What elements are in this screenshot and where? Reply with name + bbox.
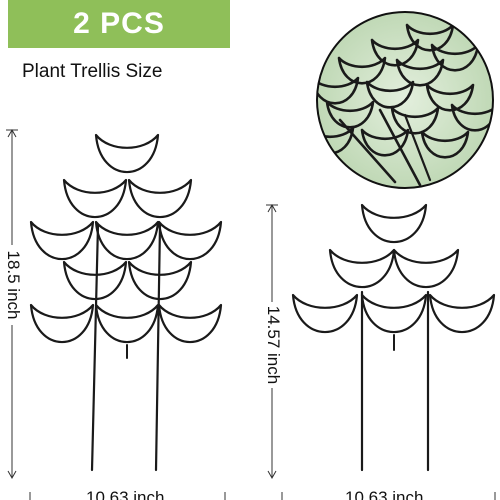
inset-crescent-loop (450, 103, 493, 132)
inset-stake (403, 113, 432, 182)
crescent-loop (157, 303, 223, 343)
small-width-label: 10.63 inch (345, 488, 424, 500)
width-dimension-ticks (29, 492, 496, 500)
inset-crescent-loop (337, 56, 387, 85)
crescent-loop (94, 133, 160, 173)
crescent-loop (360, 203, 428, 243)
inset-stake (338, 118, 397, 184)
crescent-loop (62, 178, 128, 218)
inset-crescent-loop (317, 76, 360, 105)
crescent-loop (94, 220, 160, 260)
crescent-loop (291, 293, 359, 333)
crescent-loop (127, 260, 193, 300)
small-trellis (291, 203, 496, 472)
inset-stake (378, 108, 422, 187)
inset-crescent-loop (405, 23, 455, 52)
trellis-stake (90, 223, 100, 472)
inset-crescent-loop (420, 130, 470, 159)
large-trellis (29, 133, 223, 472)
inset-crescent-loop (395, 58, 445, 87)
small-height-label: 14.57 inch (263, 302, 283, 388)
crescent-loop (157, 220, 223, 260)
inset-crescent-loop (325, 100, 375, 129)
trellis-closeup-photo (316, 11, 494, 189)
large-height-label: 18.5 inch (3, 245, 23, 325)
crescent-loop (127, 178, 193, 218)
crescent-loop (29, 220, 95, 260)
inset-crescent-loop (360, 128, 410, 157)
inset-crescent-loop (370, 38, 420, 67)
crescent-loop (360, 293, 428, 333)
crescent-loop (29, 303, 95, 343)
crescent-loop (62, 260, 128, 300)
trellis-stake (154, 223, 162, 472)
crescent-loop (392, 248, 460, 288)
inset-crescent-loop (425, 83, 475, 112)
quantity-badge: 2 PCS (8, 0, 230, 48)
size-subtitle: Plant Trellis Size (22, 61, 163, 82)
crescent-loop (428, 293, 496, 333)
inset-crescent-loop (390, 106, 440, 135)
large-width-label: 10.63 inch (86, 488, 165, 500)
crescent-loop (94, 303, 160, 343)
crescent-loop (328, 248, 396, 288)
quantity-badge-text: 2 PCS (73, 7, 165, 40)
inset-crescent-loop (365, 80, 415, 109)
